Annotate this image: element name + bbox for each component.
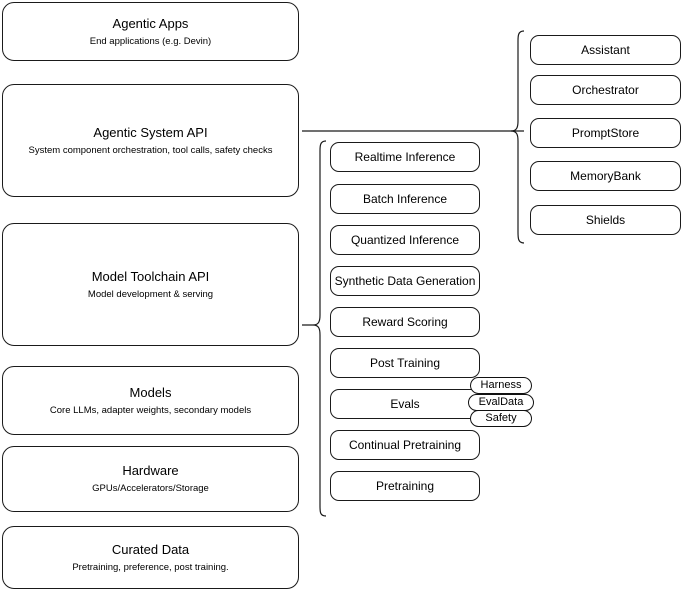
layer-subtitle: Core LLMs, adapter weights, secondary mo… — [49, 404, 252, 416]
system-item-label: Orchestrator — [572, 83, 639, 97]
layer-title: Models — [129, 384, 172, 400]
layer-subtitle: GPUs/Accelerators/Storage — [92, 483, 209, 494]
system-item-shields[interactable]: Shields — [530, 205, 681, 235]
layer-title: Hardware — [122, 463, 179, 478]
layer-subtitle: Pretraining, preference, post training. — [72, 561, 229, 573]
system-item-assistant[interactable]: Assistant — [530, 35, 681, 65]
layer-title: Model Toolchain API — [91, 268, 210, 284]
toolchain-item-label: Reward Scoring — [362, 315, 448, 329]
toolchain-item-label: Synthetic Data Generation — [334, 274, 476, 288]
toolchain-item-realtime-inference[interactable]: Realtime Inference — [330, 142, 480, 172]
evals-badge-safety[interactable]: Safety — [470, 410, 532, 427]
layer-title: Curated Data — [111, 541, 190, 557]
toolchain-item-quantized-inference[interactable]: Quantized Inference — [330, 225, 480, 255]
toolchain-item-evals[interactable]: Evals — [330, 389, 480, 419]
layer-subtitle: End applications (e.g. Devin) — [89, 35, 212, 47]
system-item-label: Shields — [585, 213, 626, 227]
layer-hardware[interactable]: Hardware GPUs/Accelerators/Storage — [2, 446, 299, 512]
layer-model-toolchain-api[interactable]: Model Toolchain API Model development & … — [2, 223, 299, 346]
toolchain-item-synthetic-data-generation[interactable]: Synthetic Data Generation — [330, 266, 480, 296]
layer-subtitle: System component orchestration, tool cal… — [28, 144, 273, 156]
evals-badge-harness[interactable]: Harness — [470, 377, 532, 394]
toolchain-item-batch-inference[interactable]: Batch Inference — [330, 184, 480, 214]
layer-agentic-system-api[interactable]: Agentic System API System component orch… — [2, 84, 299, 197]
layer-subtitle: Model development & serving — [87, 288, 214, 300]
system-item-label: Assistant — [581, 43, 630, 57]
evals-badge-evaldata[interactable]: EvalData — [468, 394, 534, 411]
layer-title: Agentic System API — [93, 124, 208, 140]
system-item-label: MemoryBank — [570, 169, 641, 183]
toolchain-item-label: Realtime Inference — [354, 150, 456, 164]
system-components-brace — [510, 30, 525, 244]
evals-badge-label: EvalData — [478, 396, 524, 408]
toolchain-item-post-training[interactable]: Post Training — [330, 348, 480, 378]
toolchain-item-label: Post Training — [369, 356, 441, 370]
toolchain-item-label: Continual Pretraining — [348, 438, 462, 452]
evals-badge-label: Safety — [485, 412, 517, 424]
toolchain-item-label: Evals — [390, 397, 420, 411]
system-item-promptstore[interactable]: PromptStore — [530, 118, 681, 148]
system-item-label: PromptStore — [571, 126, 640, 140]
toolchain-item-label: Batch Inference — [362, 192, 448, 206]
layer-agentic-apps[interactable]: Agentic Apps End applications (e.g. Devi… — [2, 2, 299, 61]
system-item-memorybank[interactable]: MemoryBank — [530, 161, 681, 191]
toolchain-item-label: Quantized Inference — [350, 233, 460, 247]
system-item-orchestrator[interactable]: Orchestrator — [530, 75, 681, 105]
layer-curated-data[interactable]: Curated Data Pretraining, preference, po… — [2, 526, 299, 589]
toolchain-item-continual-pretraining[interactable]: Continual Pretraining — [330, 430, 480, 460]
toolchain-item-pretraining[interactable]: Pretraining — [330, 471, 480, 501]
toolchain-item-label: Pretraining — [375, 479, 435, 493]
toolchain-components-brace — [302, 140, 327, 517]
layer-models[interactable]: Models Core LLMs, adapter weights, secon… — [2, 366, 299, 435]
toolchain-item-reward-scoring[interactable]: Reward Scoring — [330, 307, 480, 337]
layer-title: Agentic Apps — [112, 15, 189, 31]
evals-badge-label: Harness — [480, 379, 522, 391]
